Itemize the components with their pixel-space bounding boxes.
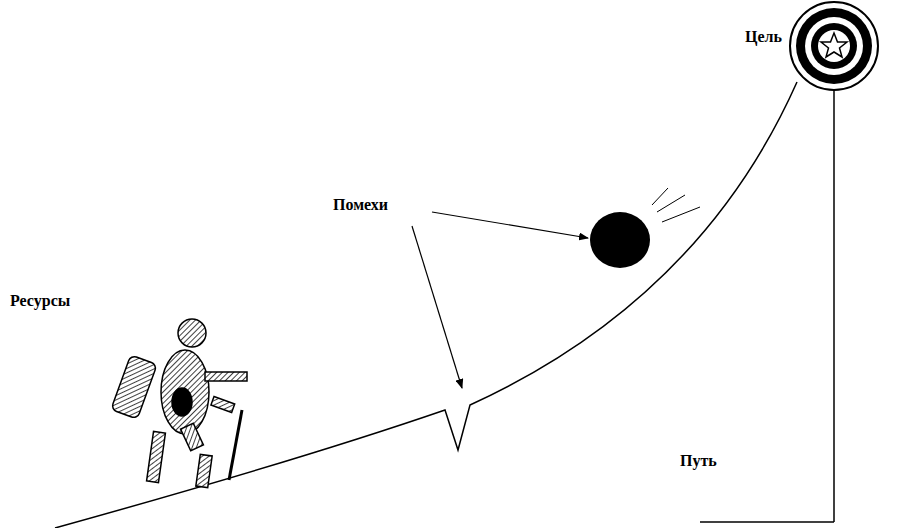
obstacles-label: Помехи — [333, 196, 388, 214]
resources-label: Ресурсы — [10, 292, 70, 310]
path-slope — [55, 82, 797, 528]
path-label: Путь — [680, 452, 717, 470]
target-pole — [833, 90, 835, 522]
rock-obstacle — [590, 188, 700, 268]
leader-arrow — [412, 226, 462, 388]
base-line — [700, 521, 834, 523]
hiker-figure — [111, 319, 247, 488]
leader-arrow — [432, 212, 588, 238]
goal-label: Цель — [745, 28, 782, 46]
target-symbol — [790, 2, 878, 90]
